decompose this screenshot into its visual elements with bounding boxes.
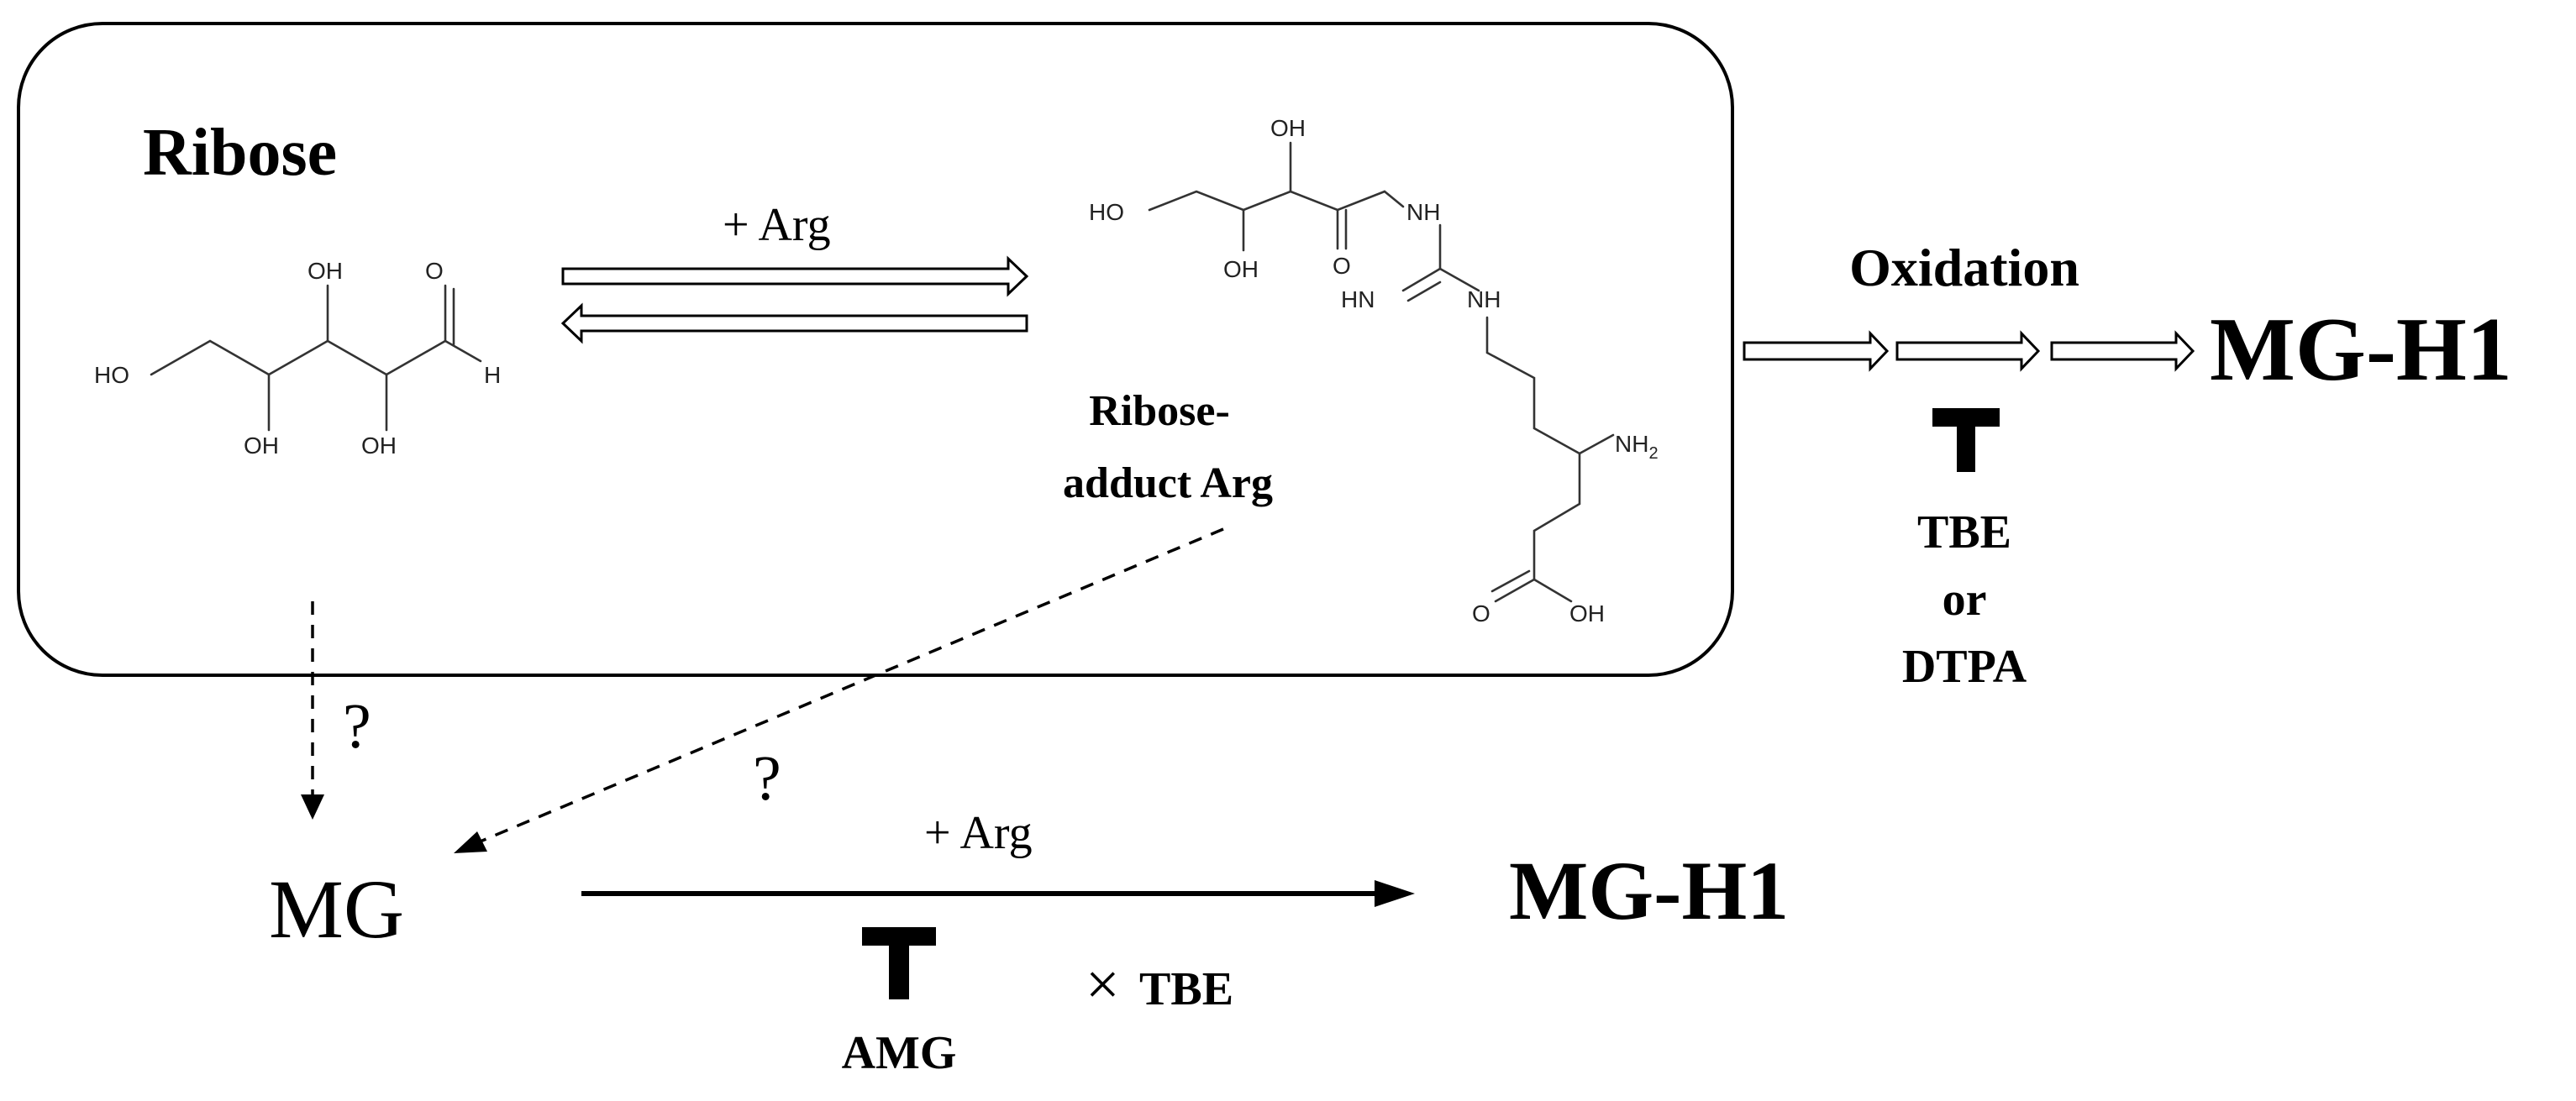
ribose-label: Ribose (143, 116, 337, 190)
or-label: or (1943, 574, 1987, 626)
mgh1-bottom-label: MG-H1 (1509, 844, 1789, 937)
question-mark-2: ? (753, 743, 781, 814)
tbe-label: TBE (1917, 506, 2011, 558)
equilibrium-arrows (560, 255, 1029, 344)
adduct-nh-2: NH (1467, 286, 1501, 312)
inhibition-symbol-amg (862, 927, 936, 999)
ribose-o-aldehyde: O (425, 258, 444, 284)
tbe-bottom-label: TBE (1139, 963, 1233, 1015)
adduct-oh-acid: OH (1569, 600, 1605, 627)
adduct-label-line1: Ribose- (1089, 387, 1230, 435)
adduct-ho-left: HO (1089, 199, 1124, 225)
question-mark-1: ? (343, 691, 371, 762)
main-reaction-arrow (581, 880, 1415, 907)
ribose-oh-top: OH (308, 258, 343, 284)
mg-label: MG (269, 862, 404, 956)
times-symbol: × (1086, 951, 1120, 1018)
ribose-adduct-arg-structure: OH HO OH O NH HN NH NH2 O OH (1089, 115, 1659, 627)
adduct-o-acid: O (1472, 600, 1490, 627)
plus-arg-top-label: + Arg (723, 199, 831, 251)
oxidation-arrow-3 (2050, 330, 2195, 372)
oxidation-arrows (1743, 330, 2195, 372)
ribose-ho-left: HO (94, 362, 129, 388)
adduct-nh2: NH2 (1615, 431, 1659, 463)
adduct-hn-imine: HN (1341, 286, 1375, 312)
oxidation-label: Oxidation (1849, 238, 2079, 297)
forward-hollow-arrow (561, 255, 1029, 297)
mgh1-top-label: MG-H1 (2210, 300, 2512, 400)
plus-arg-bottom-label: + Arg (924, 807, 1033, 859)
adduct-nh-1: NH (1406, 199, 1440, 225)
dashed-arrow-adduct-to-mg (454, 527, 1224, 853)
adduct-label-line2: adduct Arg (1063, 459, 1273, 507)
ribose-structure: OH O H HO OH OH (94, 258, 501, 459)
adduct-oh-top: OH (1270, 115, 1306, 141)
adduct-o-keto: O (1333, 253, 1351, 279)
oxidation-arrow-2 (1895, 330, 2041, 372)
dtpa-label: DTPA (1902, 641, 2027, 693)
inhibition-symbol-top (1932, 408, 2000, 472)
dashed-arrow-ribose-to-mg (301, 601, 324, 820)
ribose-h-aldehyde: H (484, 362, 501, 388)
oxidation-arrow-1 (1743, 330, 1890, 372)
adduct-oh-bottom: OH (1223, 256, 1259, 282)
reverse-hollow-arrow (560, 302, 1028, 344)
amg-label: AMG (842, 1027, 957, 1079)
ribose-oh-bottom2: OH (361, 433, 397, 459)
ribose-oh-bottom1: OH (244, 433, 279, 459)
